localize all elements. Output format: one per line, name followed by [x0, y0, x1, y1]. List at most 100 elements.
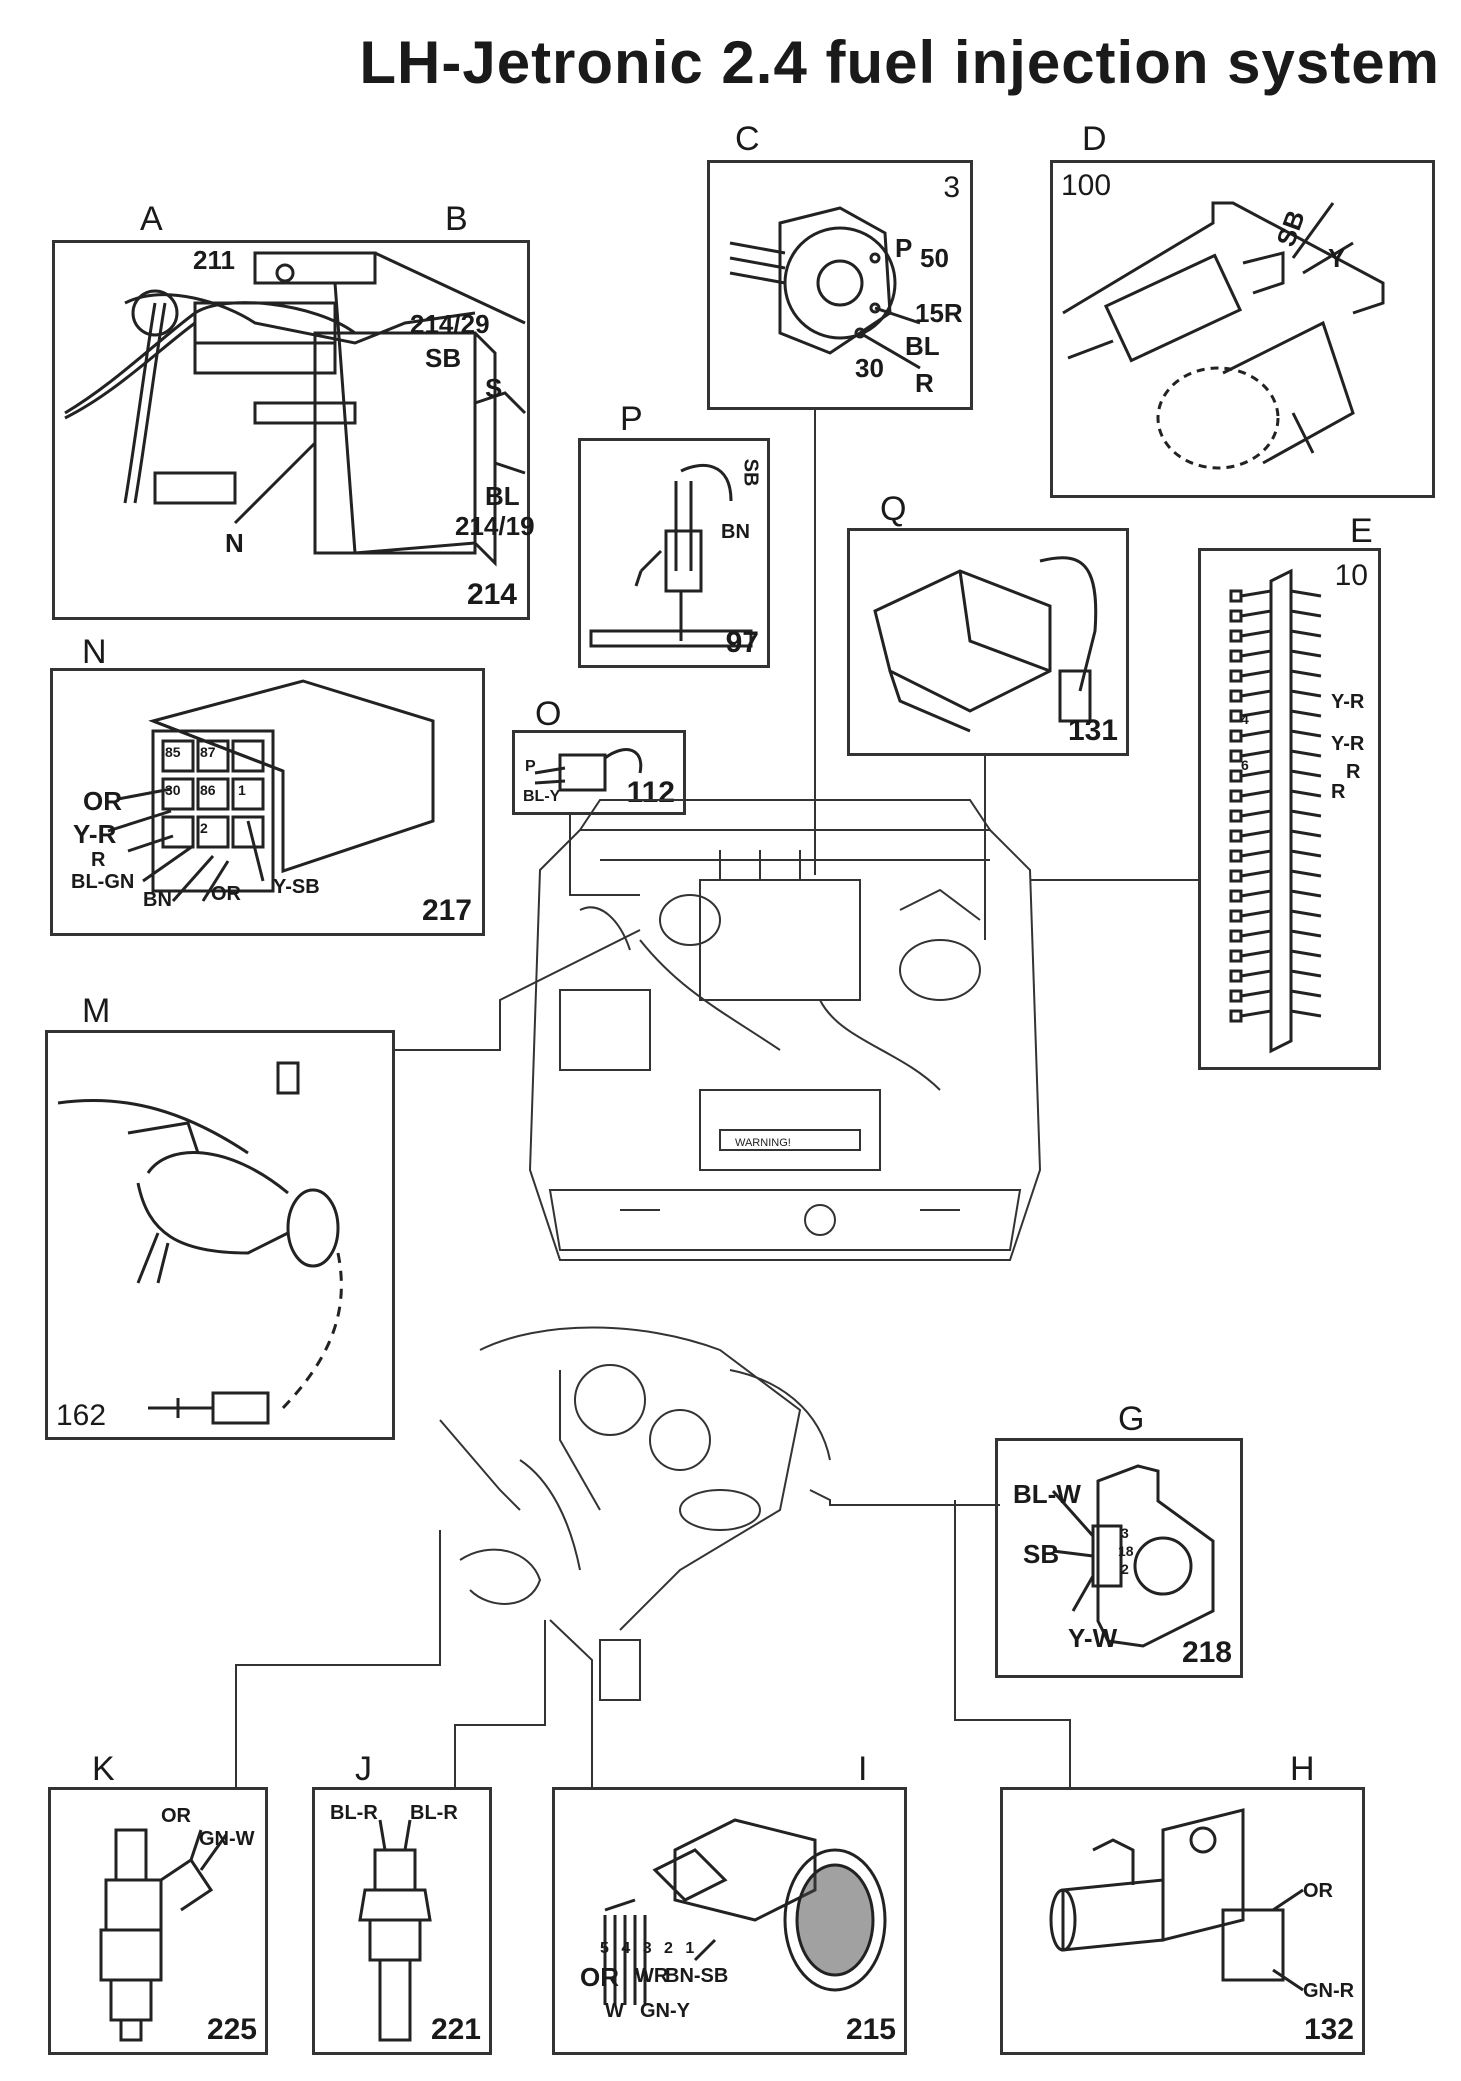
- fuse-clip: [1229, 789, 1243, 803]
- panel-n: OR Y-R R BL-GN BN OR Y-SB 85 87 30 86 2 …: [50, 668, 485, 936]
- panel-a-number: 214: [466, 578, 517, 611]
- control-unit-drawing: [873, 556, 1098, 733]
- fuse-clip: [1229, 729, 1243, 743]
- idle-valve-drawing: [1049, 1808, 1304, 1992]
- fuse-terminal: [1290, 689, 1322, 698]
- label-y: Y: [1328, 243, 1346, 273]
- label-or: OR: [1303, 1880, 1333, 1902]
- fuse-terminal: [1290, 669, 1322, 678]
- fuse-terminal: [1290, 969, 1322, 978]
- fuse-terminal: [1240, 969, 1272, 978]
- fuse-terminal: [1240, 649, 1272, 658]
- panel-c-number: 3: [943, 171, 960, 204]
- fuse-terminal: [1290, 809, 1322, 818]
- label-y-sb: Y-SB: [273, 876, 320, 898]
- fuse-clip: [1229, 749, 1243, 763]
- pin-30: 30: [165, 782, 181, 798]
- air-mass-meter-drawing: [603, 1818, 887, 2005]
- panel-i: 5 4 3 2 1 OR WR BN-SB W GN-Y 215: [552, 1787, 907, 2055]
- fuse-clip: [1229, 669, 1243, 683]
- panel-q-letter: Q: [880, 490, 907, 528]
- fuse-clip: [1229, 649, 1243, 663]
- panel-d-number: 100: [1061, 169, 1112, 202]
- fuse-clip: [1229, 809, 1243, 823]
- label-bl-r-2: BL-R: [410, 1802, 458, 1824]
- fuse-terminal: [1240, 849, 1272, 858]
- panel-k-number: 225: [206, 2013, 257, 2046]
- fuel-pressure-regulator-drawing: [589, 464, 753, 648]
- fuse-terminal: [1240, 589, 1272, 598]
- fuse-clip: [1229, 1009, 1243, 1023]
- panel-g-letter: G: [1118, 1400, 1145, 1438]
- label-214-19: 214/19: [455, 511, 535, 541]
- ecu-wiring-drawing: [64, 251, 527, 567]
- panel-q: 131: [847, 528, 1129, 756]
- panel-k-letter: K: [92, 1750, 115, 1788]
- label-bl-y: BL-Y: [523, 788, 561, 805]
- label-bl-w: BL-W: [1013, 1479, 1081, 1509]
- panel-a: 211 214/29 SB S N BL 214/19 214: [52, 240, 535, 620]
- panel-o-letter: O: [535, 695, 562, 733]
- fuse-terminal: [1290, 709, 1322, 718]
- label-bl: BL: [905, 331, 940, 361]
- label-r-1: R: [1346, 761, 1361, 783]
- label-wr: WR: [635, 1965, 669, 1987]
- fuse-clip: [1229, 909, 1243, 923]
- panel-m-letter: M: [82, 992, 111, 1030]
- label-y-r: Y-R: [73, 819, 117, 849]
- pin-18: 18: [1118, 1543, 1134, 1559]
- label-sb: SB: [425, 343, 462, 373]
- panel-e-letter: E: [1350, 512, 1373, 550]
- label-p: P: [525, 758, 536, 775]
- panel-k: OR GN-W 225: [48, 1787, 268, 2055]
- fuse-terminal: [1240, 609, 1272, 618]
- fuse-terminal: [1240, 769, 1272, 778]
- fuse-clip: [1229, 889, 1243, 903]
- injector-drawing: [99, 1828, 228, 2042]
- panel-q-number: 131: [1067, 714, 1118, 747]
- fuse-clip: [1229, 869, 1243, 883]
- panel-b-letter: B: [445, 200, 468, 238]
- label-r-2: R: [1331, 781, 1346, 803]
- pin-2: 2: [200, 820, 208, 836]
- fuse-clip: [1229, 689, 1243, 703]
- fuel-pump-drawing: [1062, 201, 1385, 470]
- fuse-terminal: [1240, 749, 1272, 758]
- fuse-terminal: [1240, 709, 1272, 718]
- engine-side-drawing: [439, 1326, 831, 1701]
- fuse-clip: [1229, 829, 1243, 843]
- relay-drawing: [107, 679, 435, 902]
- label-gn-r: GN-R: [1303, 1980, 1355, 2002]
- fuse-terminal: [1240, 689, 1272, 698]
- fuse-clip: [1229, 849, 1243, 863]
- fuse-clip: [1229, 709, 1243, 723]
- label-sb: SB: [1023, 1539, 1060, 1569]
- fuse-terminal: [1240, 889, 1272, 898]
- label-or: OR: [580, 1962, 619, 1992]
- panel-n-number: 217: [421, 894, 472, 927]
- fuse-clip: [1229, 969, 1243, 983]
- pin-3: 3: [1121, 1525, 1129, 1541]
- label-r: R: [915, 368, 934, 398]
- oxygen-sensor-drawing: [57, 1061, 343, 1425]
- label-bl: BL: [485, 481, 520, 511]
- ignition-switch-drawing: [729, 206, 921, 370]
- label-y-w: Y-W: [1068, 1623, 1118, 1653]
- fuse-terminal: [1290, 909, 1322, 918]
- panel-j: BL-R BL-R 221: [312, 1787, 492, 2055]
- label-6: 6: [1241, 757, 1249, 773]
- fuse-block-drawing: [1229, 568, 1322, 1054]
- fuse-terminal: [1290, 989, 1322, 998]
- fuse-terminal: [1290, 869, 1322, 878]
- fuse-terminal: [1290, 789, 1322, 798]
- label-y-r-2: Y-R: [1331, 733, 1365, 755]
- connector-drawing: [534, 748, 643, 792]
- panel-d: 100 SB Y: [1050, 160, 1435, 498]
- panel-h-number: 132: [1303, 2013, 1354, 2046]
- fuse-terminal: [1290, 769, 1322, 778]
- fuse-terminal: [1290, 829, 1322, 838]
- label-gn-y: GN-Y: [640, 2000, 690, 2022]
- label-bn: BN: [143, 889, 172, 911]
- fuse-terminal: [1240, 1009, 1272, 1018]
- label-211: 211: [193, 245, 235, 275]
